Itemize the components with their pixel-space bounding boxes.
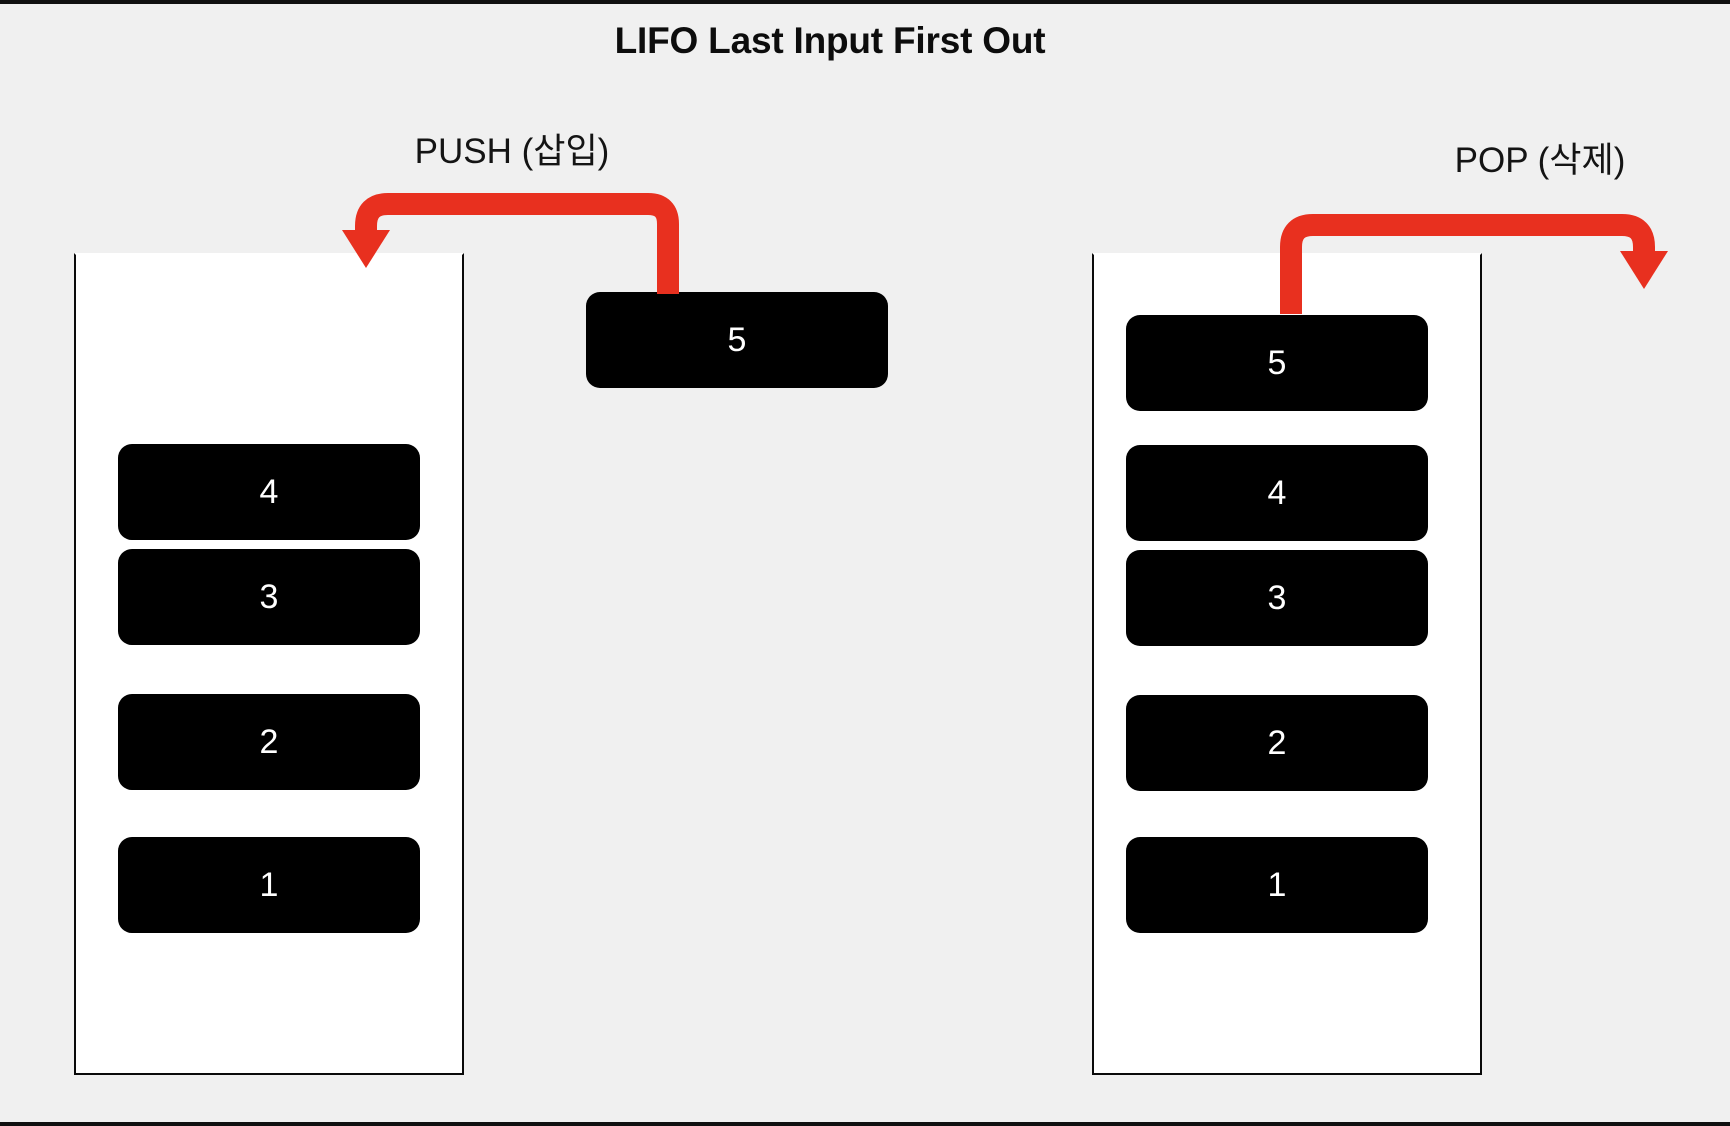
left-stack-block-3: 3 (118, 549, 420, 645)
block-value: 3 (1267, 579, 1287, 617)
push-operation-label: PUSH (삽입) (414, 132, 610, 171)
left-stack-container (74, 253, 464, 1075)
pending-push-block: 5 (586, 292, 888, 388)
right-stack-block-4: 4 (1126, 445, 1428, 541)
left-stack-block-2: 2 (118, 694, 420, 790)
right-stack-block-1: 1 (1126, 837, 1428, 933)
block-value: 2 (259, 723, 279, 761)
left-stack-block-1: 1 (118, 837, 420, 933)
page-title: LIFO Last Input First Out (614, 20, 1046, 61)
pop-arrow-icon (1280, 214, 1668, 314)
push-arrow-icon (342, 193, 679, 294)
block-value: 4 (259, 473, 279, 511)
right-stack-block-5: 5 (1126, 315, 1428, 411)
block-value: 4 (1267, 474, 1287, 512)
block-value: 1 (259, 866, 279, 904)
block-value: 3 (259, 578, 279, 616)
block-value: 2 (1267, 724, 1287, 762)
block-value: 1 (1267, 866, 1287, 904)
left-stack-block-4: 4 (118, 444, 420, 540)
right-stack-block-3: 3 (1126, 550, 1428, 646)
right-stack-block-2: 2 (1126, 695, 1428, 791)
pop-operation-label: POP (삭제) (1454, 141, 1626, 180)
block-value: 5 (1267, 344, 1287, 382)
block-value: 5 (727, 321, 747, 359)
